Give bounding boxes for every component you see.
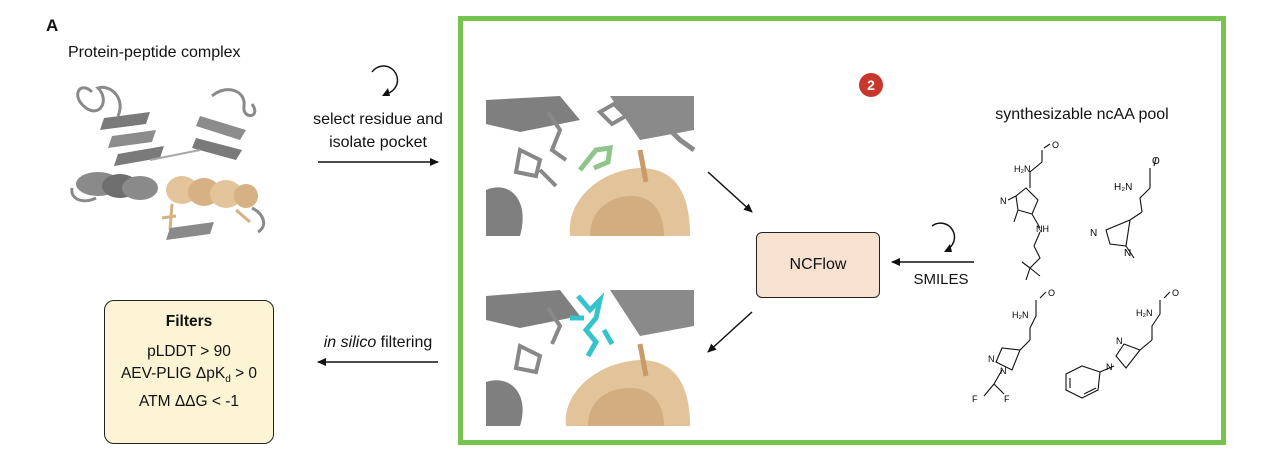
mol2-n: N: [1090, 228, 1097, 239]
select-residue-label: select residue and isolate pocket: [298, 108, 458, 154]
in-silico-filtering-label: in silico filtering: [298, 331, 458, 354]
mol2-o: O: [1152, 156, 1160, 167]
panel-label: A: [46, 16, 59, 35]
mol1-n: N: [1000, 196, 1007, 206]
mol3-f1: F: [972, 394, 978, 404]
ncflow-box: NCFlow: [756, 232, 880, 298]
aev-suffix: > 0: [230, 365, 258, 382]
filter-plddt: pLDDT > 90: [147, 343, 231, 360]
mol3-o: O: [1048, 288, 1055, 298]
pocket-to-ncflow-arrow: [707, 171, 753, 213]
filter-aev-plig: AEV-PLIG ΔpKd > 0: [105, 363, 273, 391]
mol3-f2: F: [1004, 394, 1010, 404]
filter-label-italic: in silico: [323, 334, 377, 351]
mol4-o: O: [1172, 288, 1179, 298]
mol2-nh2: H₂N: [1114, 182, 1132, 193]
mol4-n2: N: [1106, 362, 1113, 372]
mol1-nh2: H₂N: [1014, 164, 1031, 174]
select-label-line1: select residue and: [313, 111, 443, 128]
filter-atm: ATM ΔΔG < -1: [138, 393, 240, 411]
aev-prefix: AEV-PLIG ΔpK: [120, 365, 226, 382]
ncaa-pool-title: synthesizable ncAA pool: [995, 106, 1169, 123]
mol3-n2: N: [1000, 366, 1007, 376]
protein-complex-image: [70, 85, 266, 240]
ncflow-label: NCFlow: [789, 256, 847, 273]
cycle-icon: [371, 65, 399, 96]
molecule-3: [983, 291, 1047, 397]
mol4-nh2: H₂N: [1136, 308, 1153, 318]
smiles-label: SMILES: [913, 271, 969, 288]
mol1-nh: NH: [1036, 224, 1049, 234]
filters-title: Filters: [165, 313, 213, 330]
molecule-1: [1007, 143, 1051, 281]
select-label-line2: isolate pocket: [329, 134, 427, 151]
mol4-n: N: [1116, 336, 1123, 346]
mol3-n: N: [988, 354, 995, 364]
molecule-4: [1065, 291, 1171, 399]
cycle-icon: [931, 222, 956, 252]
complex-title: Protein-peptide complex: [68, 44, 241, 61]
mol3-nh2: H₂N: [1012, 310, 1029, 320]
pocket-image-bottom: [486, 290, 694, 426]
filters-box: Filters pLDDT > 90 AEV-PLIG ΔpKd > 0 ATM…: [104, 300, 274, 444]
filter-label-rest: filtering: [376, 334, 433, 351]
mol1-o: O: [1052, 140, 1059, 150]
aev-sub: d: [225, 374, 231, 386]
mol2-n2: N: [1124, 248, 1131, 259]
ncflow-to-pocket-arrow: [707, 311, 753, 353]
pocket-image-top: [486, 96, 696, 236]
pipeline-frame: [458, 16, 1226, 445]
molecule-2: [1105, 157, 1157, 259]
step-badge: 2: [859, 73, 883, 97]
